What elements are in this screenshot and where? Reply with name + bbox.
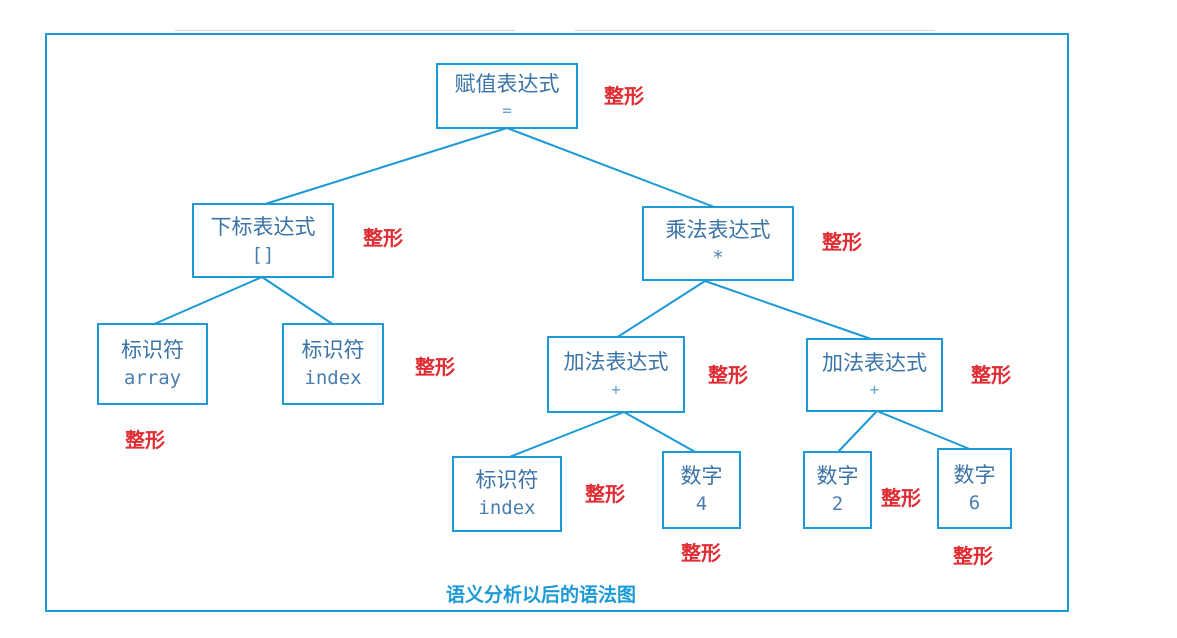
node-symbol: + — [611, 379, 621, 399]
edge-multiply-add2 — [704, 280, 875, 341]
type-label-num4: 整形 — [681, 541, 721, 565]
node-label: 数字 — [953, 462, 996, 487]
diagram-caption: 语义分析以后的语法图 — [446, 584, 637, 606]
edge-subscript-array — [151, 276, 263, 326]
node-label: 标识符 — [301, 338, 365, 362]
type-label-add-left: 整形 — [708, 363, 748, 387]
node-symbol: index — [304, 367, 362, 390]
node-symbol: * — [712, 246, 724, 269]
type-label-index: 整形 — [415, 355, 455, 379]
type-label-array: 整形 — [125, 428, 165, 452]
edge-add2-num2 — [836, 410, 878, 454]
edge-subscript-index — [261, 276, 335, 326]
node-symbol: + — [869, 380, 880, 400]
top-divider-right — [575, 30, 935, 31]
node-label: 乘法表达式 — [665, 217, 771, 242]
node-symbol: 6 — [968, 491, 981, 514]
edge-add2-num6 — [876, 410, 973, 451]
node-add-expression-left: 加法表达式 + — [547, 336, 685, 413]
edge-multiply-add1 — [615, 280, 706, 339]
node-symbol: array — [123, 367, 182, 390]
type-label-multiply: 整形 — [822, 230, 862, 254]
node-number-6: 数字 6 — [937, 448, 1012, 529]
node-label: 标识符 — [121, 338, 184, 362]
diagram-frame — [45, 33, 1069, 612]
node-identifier-array: 标识符 array — [97, 323, 208, 405]
edge-add1-num4 — [623, 411, 698, 454]
edge-add1-index — [506, 411, 625, 459]
node-label: 加法表达式 — [822, 350, 927, 375]
node-label: 数字 — [816, 464, 859, 488]
node-identifier-index-2: 标识符 index — [452, 456, 562, 532]
node-label: 数字 — [680, 464, 723, 488]
node-symbol: [] — [251, 243, 275, 266]
node-identifier-index: 标识符 index — [282, 323, 384, 405]
type-label-index-2: 整形 — [585, 482, 625, 506]
node-symbol: 4 — [695, 493, 708, 516]
type-label-subscript: 整形 — [363, 226, 403, 250]
top-divider-left — [175, 30, 515, 31]
type-label-num6: 整形 — [953, 544, 993, 568]
node-symbol: index — [478, 497, 536, 520]
node-label: 标识符 — [475, 468, 539, 492]
node-label: 下标表达式 — [210, 214, 316, 239]
node-label: 赋值表达式 — [454, 71, 560, 96]
node-add-expression-right: 加法表达式 + — [806, 338, 943, 412]
type-label-add-right: 整形 — [971, 363, 1011, 387]
node-multiply-expression: 乘法表达式 * — [642, 206, 794, 281]
node-subscript-expression: 下标表达式 [] — [192, 203, 334, 278]
node-label: 加法表达式 — [563, 350, 669, 375]
edge-assign-multiply — [506, 127, 718, 209]
node-assignment-expression: 赋值表达式 = — [436, 63, 578, 129]
node-number-2: 数字 2 — [803, 451, 872, 529]
node-symbol: = — [502, 101, 512, 121]
type-label-assign: 整形 — [604, 84, 644, 108]
node-number-4: 数字 4 — [662, 451, 741, 529]
edge-assign-subscript — [261, 127, 508, 206]
type-label-num2: 整形 — [881, 486, 921, 510]
node-symbol: 2 — [831, 493, 844, 516]
